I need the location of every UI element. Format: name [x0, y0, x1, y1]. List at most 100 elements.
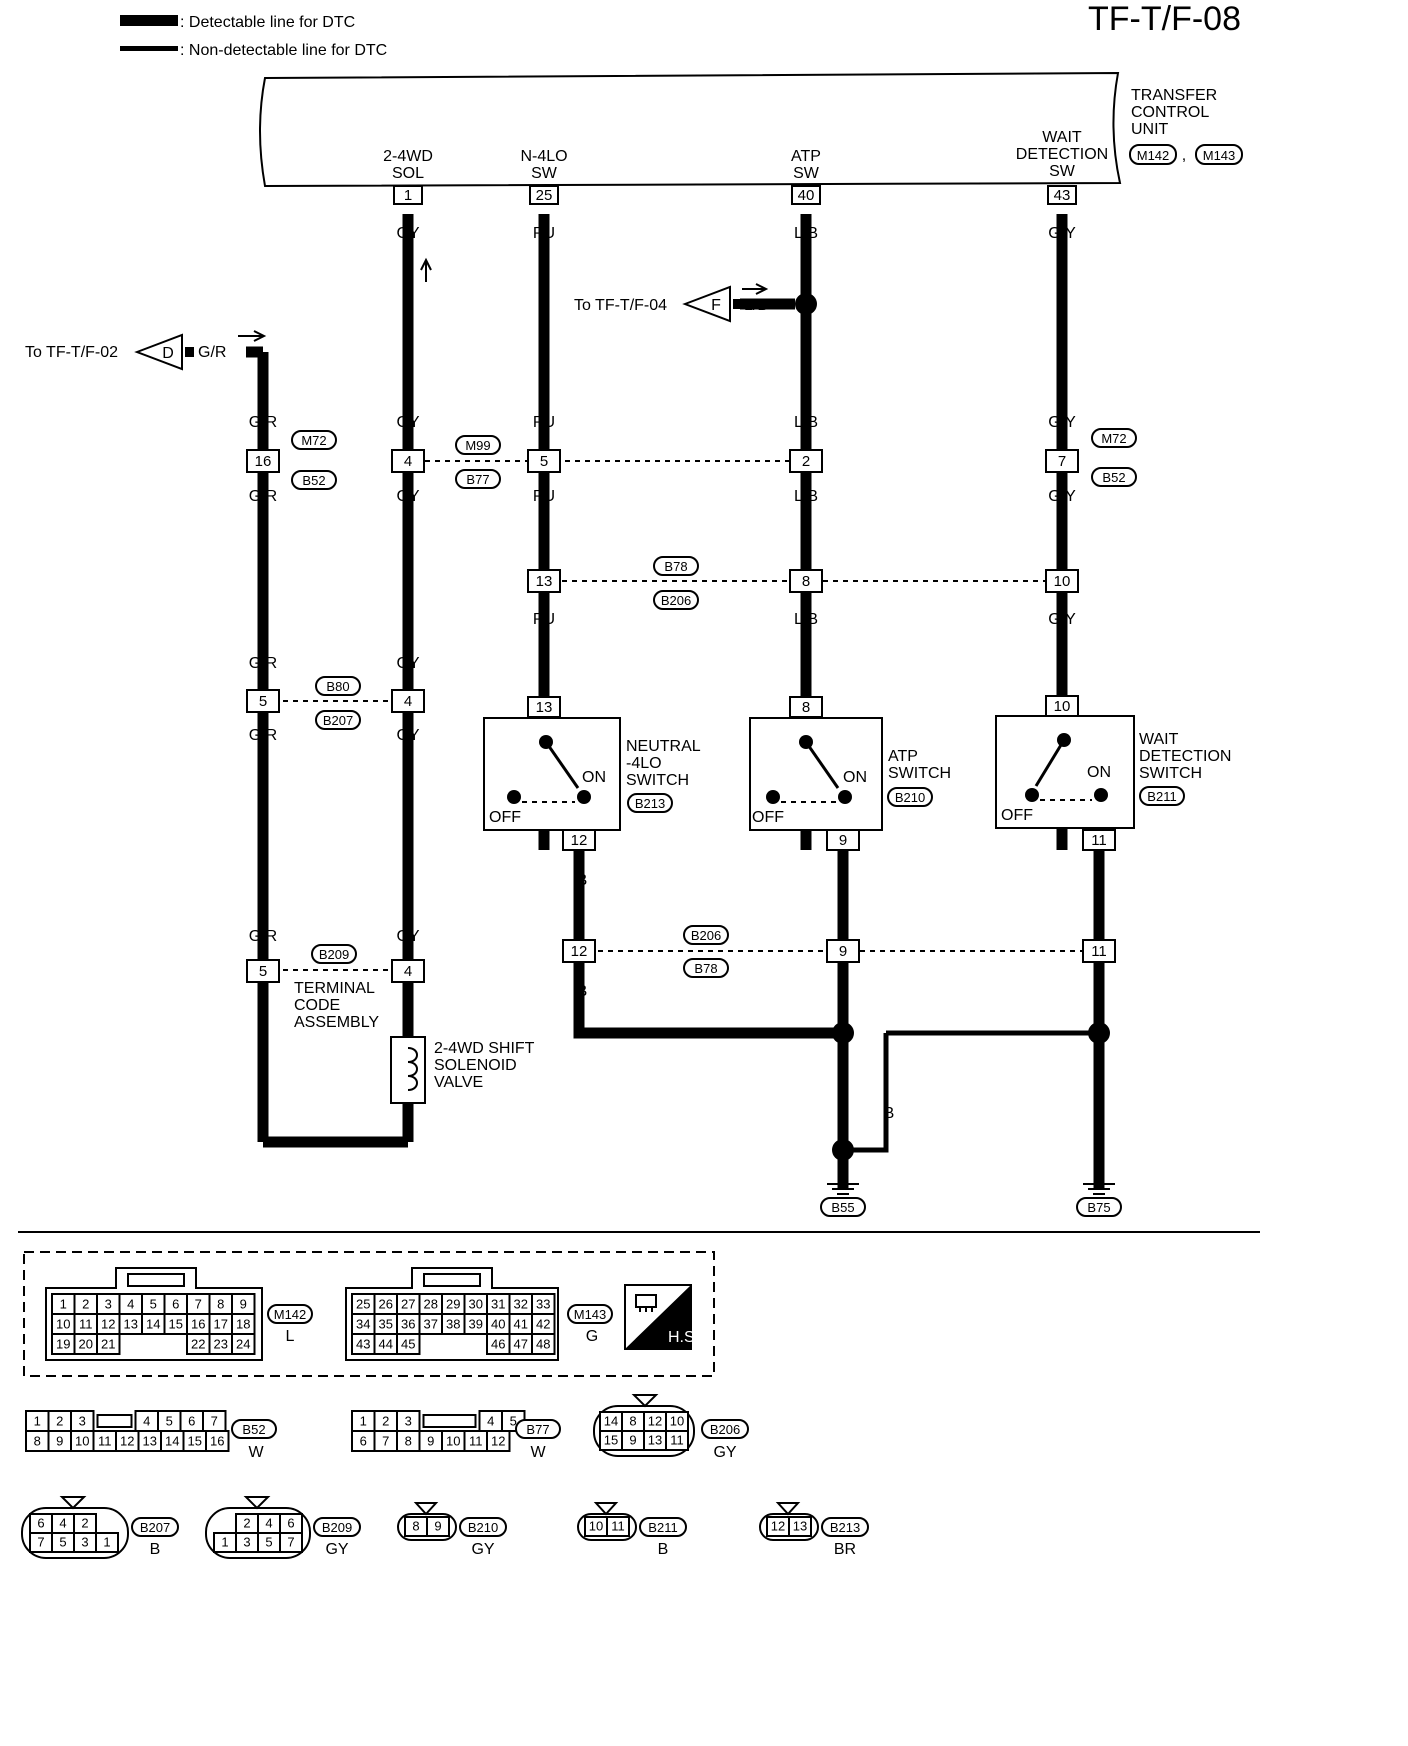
pin-cell-number: 1: [103, 1535, 110, 1550]
wire-color: G/Y: [1048, 611, 1076, 628]
pin-cell-number: 12: [101, 1316, 115, 1331]
conn-id-badge: [1129, 144, 1177, 165]
conn-id-badge: [455, 435, 501, 455]
connector-color: B: [658, 1541, 669, 1558]
connector-color: B: [150, 1541, 161, 1558]
hs-label: H.S.: [668, 1329, 699, 1346]
wire-color: G/R: [249, 655, 277, 672]
conn-id-badge: [820, 1197, 866, 1217]
conn-id-badge: [683, 925, 729, 945]
conn-id-badge: [1091, 428, 1137, 448]
pin-number: 9: [839, 832, 847, 849]
pin-number: 13: [536, 573, 553, 590]
pin-cell-number: 9: [427, 1433, 434, 1448]
pin-cell-number: 2: [82, 1296, 89, 1311]
pin-cell-number: 37: [424, 1316, 438, 1331]
pin-box: [529, 185, 559, 205]
pin-box: [246, 959, 280, 983]
terminal-label: SW: [793, 165, 820, 182]
pin-cell-number: 8: [217, 1296, 224, 1311]
connector-id: B52: [1102, 470, 1125, 485]
unit-connector-separator: ,: [1182, 147, 1186, 164]
conn-id-badge: [627, 793, 673, 813]
wire-color: PU: [533, 488, 555, 505]
pin-number: 5: [540, 453, 548, 470]
pin-number: 7: [1058, 453, 1066, 470]
pin-box: [1045, 569, 1079, 593]
pin-cell-number: 35: [379, 1316, 393, 1331]
pin-box: [391, 449, 425, 473]
pin-cell-number: 14: [146, 1316, 160, 1331]
pin-cell-number: 13: [143, 1433, 157, 1448]
pin-number: 9: [839, 943, 847, 960]
wire-color: G/Y: [1048, 225, 1076, 242]
pin-number: 5: [259, 963, 267, 980]
pin-box: [1045, 449, 1079, 473]
pin-cell-number: 7: [287, 1535, 294, 1550]
connector-id: B210: [895, 790, 925, 805]
pin-cell-number: 29: [446, 1296, 460, 1311]
pin-cell-number: 4: [59, 1516, 66, 1531]
pin-cell-number: 16: [191, 1316, 205, 1331]
conn-id-badge: [315, 710, 361, 730]
pin-box: [562, 829, 596, 851]
neutral-switch-label: -4LO: [626, 755, 662, 772]
switch-blade: [804, 741, 840, 789]
arrow-right-icon: [238, 330, 267, 342]
pin-cell-number: 3: [81, 1535, 88, 1550]
pin-number: 25: [536, 187, 553, 204]
pin-cell: [606, 1516, 630, 1537]
connector-id: B209: [322, 1520, 352, 1535]
pin-box: [246, 689, 280, 713]
pin-box: [527, 696, 561, 718]
terminal-label: SOL: [392, 165, 424, 182]
pin-cell: [396, 1333, 421, 1355]
pin-cell-number: 16: [210, 1433, 224, 1448]
ground-icon: [827, 1183, 859, 1195]
neutral-switch-label: NEUTRAL: [626, 738, 701, 755]
pin-cell-number: 25: [356, 1296, 370, 1311]
pin-cell-number: 5: [150, 1296, 157, 1311]
connector-color: W: [530, 1444, 546, 1461]
solenoid-coil-icon: [407, 1047, 418, 1091]
pin-box: [527, 449, 561, 473]
switch-off-label: OFF: [489, 809, 521, 826]
pin-number: 16: [255, 453, 272, 470]
connector-group-lines: [283, 460, 1082, 971]
pin-cell-number: 44: [379, 1336, 393, 1351]
pin-cell-number: 13: [648, 1433, 662, 1448]
pin-cell-number: 48: [536, 1336, 550, 1351]
detectable-wires: [246, 214, 1105, 1190]
offpage-f-flag: [682, 285, 731, 323]
terminal-code-label: TERMINAL: [294, 980, 375, 997]
connector-id: B207: [140, 1520, 170, 1535]
pin-cell-number: 12: [771, 1519, 785, 1534]
pin-cell-number: 3: [79, 1413, 86, 1428]
conn-id-badge: [311, 944, 357, 964]
conn-id-badge: [231, 1419, 277, 1439]
conn-id-badge: [1091, 467, 1137, 487]
wire-color: GY: [396, 488, 419, 505]
connector-color: L: [286, 1328, 295, 1345]
pin-box: [246, 449, 280, 473]
connector-id: B206: [661, 593, 691, 608]
pin-cell-number: 5: [510, 1413, 517, 1428]
atp-switch-label: SWITCH: [888, 765, 951, 782]
wire-color: B: [1094, 872, 1105, 889]
pin-cell: [531, 1333, 556, 1355]
connector-color: GY: [325, 1541, 348, 1558]
wire-color: PU: [533, 611, 555, 628]
connector-color: W: [248, 1444, 264, 1461]
pin-cell-number: 23: [214, 1336, 228, 1351]
connector-key-icon: [59, 1496, 87, 1510]
pin-cell-number: 3: [243, 1535, 250, 1550]
pin-cell-number: 15: [188, 1433, 202, 1448]
wire-color: B: [838, 872, 849, 889]
pin-cell-number: 11: [98, 1433, 112, 1448]
switch-on-label: ON: [843, 769, 867, 786]
connector-color: BR: [834, 1541, 856, 1558]
pin-cell-number: 1: [60, 1296, 67, 1311]
conn-id-badge: [315, 676, 361, 696]
solenoid-label: SOLENOID: [434, 1057, 517, 1074]
